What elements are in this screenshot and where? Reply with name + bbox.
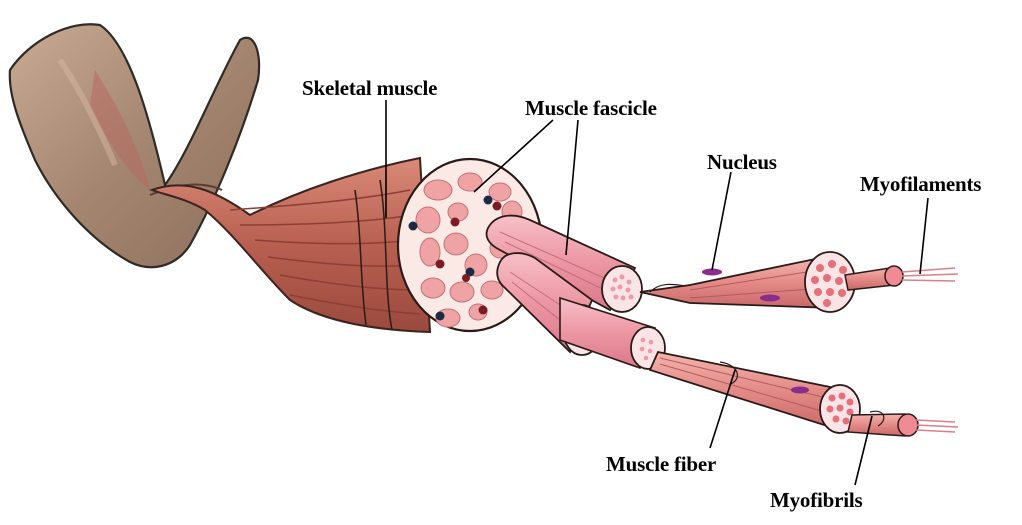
label-muscle-fiber: Muscle fiber xyxy=(606,452,716,477)
leader-myofilaments xyxy=(920,198,928,274)
label-muscle-fascicle: Muscle fascicle xyxy=(525,96,657,121)
label-nucleus: Nucleus xyxy=(707,150,777,175)
muscle-fiber-upper xyxy=(640,252,958,312)
leader-fascicle-b xyxy=(566,120,578,255)
label-myofilaments: Myofilaments xyxy=(860,172,981,197)
leader-nucleus xyxy=(712,172,731,270)
label-skeletal-muscle: Skeletal muscle xyxy=(302,76,437,101)
label-myofibrils: Myofibrils xyxy=(770,488,863,513)
muscle-fiber-lower xyxy=(650,352,958,436)
arm-illustration xyxy=(10,24,259,267)
